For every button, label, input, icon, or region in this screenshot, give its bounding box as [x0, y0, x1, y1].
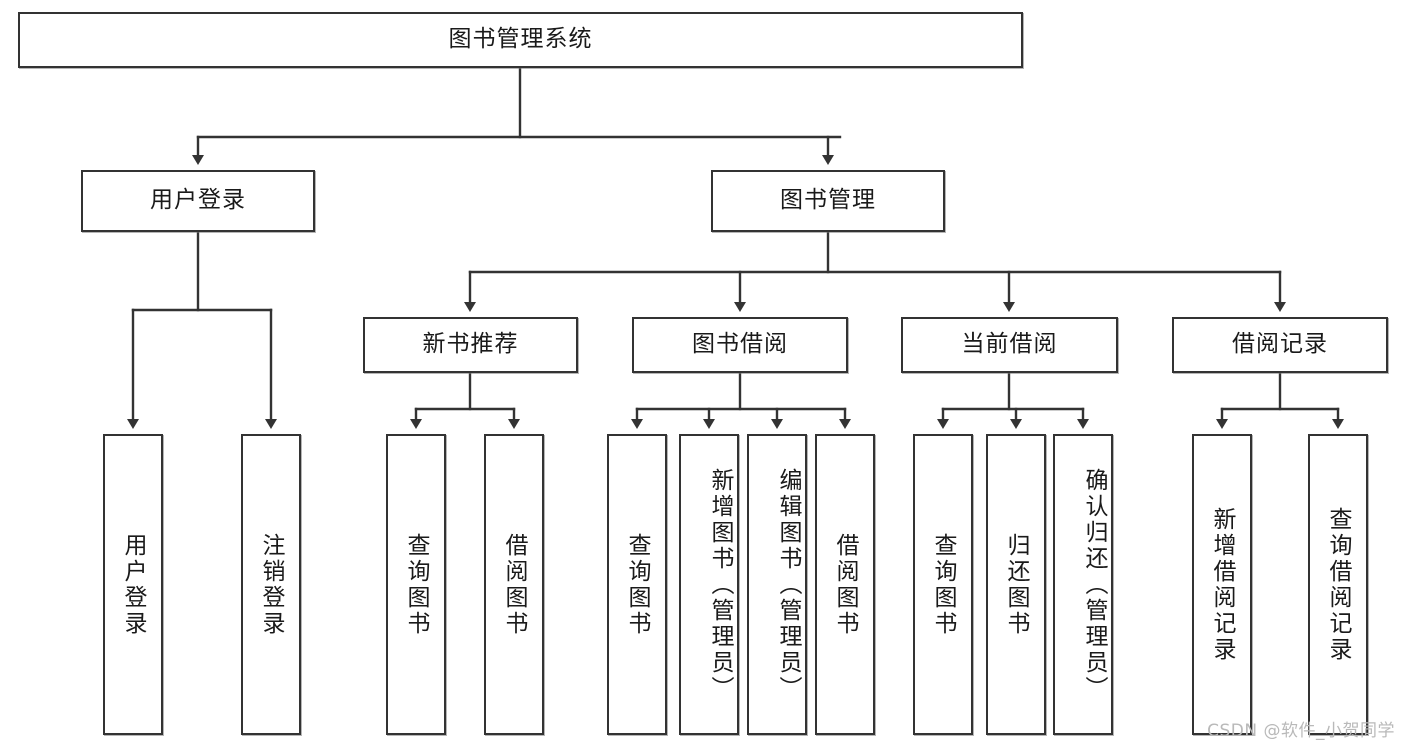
- node-borrow-record[interactable]: 借阅记录: [1172, 317, 1388, 373]
- node-leaf-edit-book-admin[interactable]: 编辑图书（管理员）: [747, 434, 807, 735]
- node-leaf-query-book-2-label: 查询图书: [624, 532, 650, 637]
- node-leaf-add-borrow-record[interactable]: 新增借阅记录: [1192, 434, 1252, 735]
- node-user-login[interactable]: 用户登录: [81, 170, 315, 232]
- node-new-book-recommend[interactable]: 新书推荐: [363, 317, 578, 373]
- node-leaf-query-book-1-label: 查询图书: [403, 532, 429, 637]
- node-user-login-label: 用户登录: [150, 187, 246, 214]
- node-leaf-user-login-label: 用户登录: [120, 532, 146, 637]
- node-leaf-borrow-book-1-label: 借阅图书: [501, 532, 527, 637]
- node-leaf-logout[interactable]: 注销登录: [241, 434, 301, 735]
- node-current-borrow[interactable]: 当前借阅: [901, 317, 1118, 373]
- node-leaf-query-book-1[interactable]: 查询图书: [386, 434, 446, 735]
- node-leaf-add-book-admin-label: 新增图书（管理员）: [707, 467, 733, 702]
- node-current-borrow-label: 当前借阅: [961, 331, 1058, 358]
- node-book-manage[interactable]: 图书管理: [711, 170, 945, 232]
- watermark: CSDN @软件_小贺同学: [1207, 721, 1395, 741]
- node-book-borrow[interactable]: 图书借阅: [632, 317, 848, 373]
- node-leaf-query-book-3[interactable]: 查询图书: [913, 434, 973, 735]
- node-leaf-logout-label: 注销登录: [258, 532, 284, 637]
- node-new-book-recommend-label: 新书推荐: [422, 331, 519, 358]
- node-leaf-return-book[interactable]: 归还图书: [986, 434, 1046, 735]
- node-leaf-borrow-book-2-label: 借阅图书: [832, 532, 858, 637]
- node-leaf-query-book-3-label: 查询图书: [930, 532, 956, 637]
- node-leaf-query-book-2[interactable]: 查询图书: [607, 434, 667, 735]
- node-leaf-confirm-return-admin-label: 确认归还（管理员）: [1081, 467, 1107, 702]
- node-book-manage-label: 图书管理: [780, 187, 876, 214]
- node-leaf-confirm-return-admin[interactable]: 确认归还（管理员）: [1053, 434, 1113, 735]
- node-book-borrow-label: 图书借阅: [692, 331, 788, 358]
- node-leaf-user-login[interactable]: 用户登录: [103, 434, 163, 735]
- node-root-label: 图书管理系统: [448, 26, 593, 53]
- node-root[interactable]: 图书管理系统: [18, 12, 1023, 68]
- node-leaf-return-book-label: 归还图书: [1003, 532, 1029, 637]
- node-leaf-borrow-book-2[interactable]: 借阅图书: [815, 434, 875, 735]
- node-leaf-query-borrow-record[interactable]: 查询借阅记录: [1308, 434, 1368, 735]
- node-borrow-record-label: 借阅记录: [1232, 331, 1328, 358]
- node-leaf-add-book-admin[interactable]: 新增图书（管理员）: [679, 434, 739, 735]
- node-leaf-query-borrow-record-label: 查询借阅记录: [1325, 506, 1351, 663]
- node-leaf-add-borrow-record-label: 新增借阅记录: [1209, 506, 1235, 663]
- node-leaf-edit-book-admin-label: 编辑图书（管理员）: [775, 467, 801, 702]
- node-leaf-borrow-book-1[interactable]: 借阅图书: [484, 434, 544, 735]
